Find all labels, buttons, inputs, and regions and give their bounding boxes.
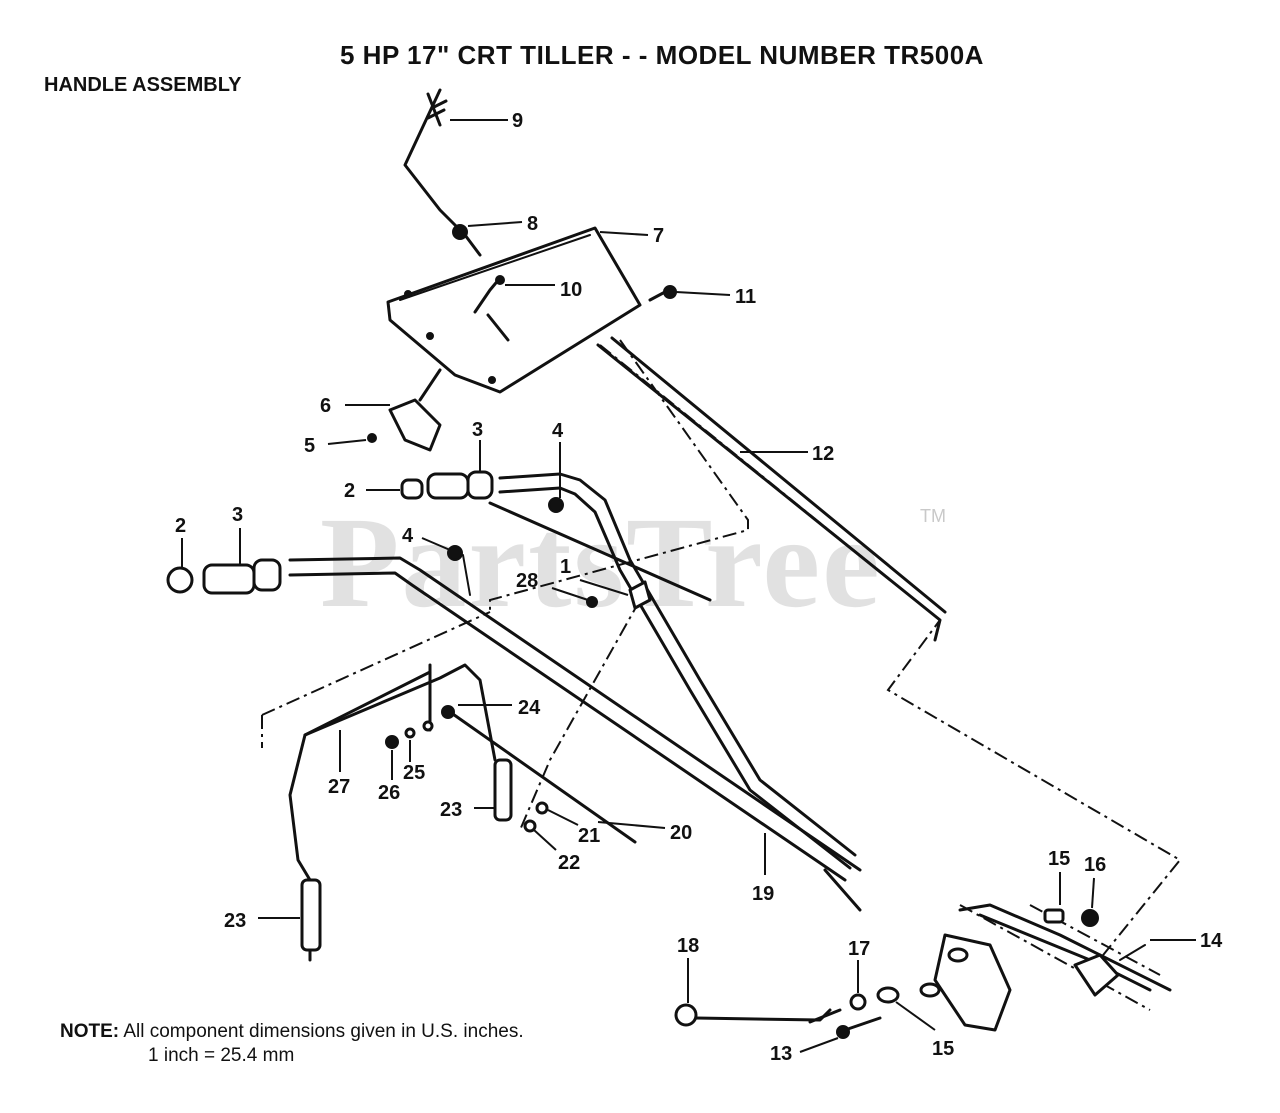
note-line-1: All component dimensions given in U.S. i… <box>123 1021 524 1042</box>
callout-labels: 9 8 7 10 11 6 5 3 4 12 2 2 3 4 1 28 24 <box>175 110 1223 1065</box>
clip-parts <box>586 580 652 610</box>
callout-25: 25 <box>403 762 425 784</box>
section-heading: HANDLE ASSEMBLY <box>44 74 242 96</box>
phantom-outline <box>261 339 1182 1011</box>
callout-22: 22 <box>558 852 580 874</box>
callout-11: 11 <box>735 286 756 308</box>
callout-3-upper: 3 <box>472 419 483 441</box>
callout-5: 5 <box>304 435 315 457</box>
upper-handle <box>367 368 857 870</box>
callout-2-upper: 2 <box>344 480 355 502</box>
watermark-text: PartsTree <box>320 491 882 635</box>
callout-8: 8 <box>527 213 538 235</box>
callout-9: 9 <box>512 110 523 132</box>
callout-3-lower: 3 <box>232 504 243 526</box>
note-label: NOTE: <box>60 1021 120 1042</box>
callout-13: 13 <box>770 1043 792 1065</box>
callout-23-right: 23 <box>440 799 462 821</box>
note-line-2: 1 inch = 25.4 mm <box>148 1045 295 1066</box>
dimension-note: NOTE: All component dimensions given in … <box>60 1020 524 1068</box>
callout-24: 24 <box>518 697 541 719</box>
shift-rod <box>403 88 482 257</box>
callout-12: 12 <box>812 443 834 465</box>
callout-10: 10 <box>560 279 582 301</box>
bottom-bracket <box>674 868 1172 1039</box>
callout-4-lower: 4 <box>402 525 414 547</box>
callout-28: 28 <box>516 570 538 592</box>
callout-23-left: 23 <box>224 910 246 932</box>
callout-4-upper: 4 <box>552 420 564 442</box>
callout-7: 7 <box>653 225 664 247</box>
callout-19: 19 <box>752 883 774 905</box>
diagram-title: 5 HP 17" CRT TILLER - - MODEL NUMBER TR5… <box>340 40 984 70</box>
watermark-trademark: TM <box>920 506 946 526</box>
callout-2-lower: 2 <box>175 515 186 537</box>
callout-20: 20 <box>670 822 692 844</box>
callout-27: 27 <box>328 776 350 798</box>
callout-1: 1 <box>560 556 571 578</box>
callout-6: 6 <box>320 395 331 417</box>
callout-14: 14 <box>1200 930 1223 952</box>
callout-26: 26 <box>378 782 400 804</box>
callout-17: 17 <box>848 938 870 960</box>
callout-16: 16 <box>1084 854 1106 876</box>
callout-15-upper: 15 <box>1048 848 1070 870</box>
callout-15-lower: 15 <box>932 1038 954 1060</box>
main-handle-bar <box>596 336 947 642</box>
lower-handle <box>166 545 862 882</box>
callout-21: 21 <box>578 825 600 847</box>
lower-rod <box>288 663 637 962</box>
callout-18: 18 <box>677 935 699 957</box>
control-panel <box>386 226 677 394</box>
